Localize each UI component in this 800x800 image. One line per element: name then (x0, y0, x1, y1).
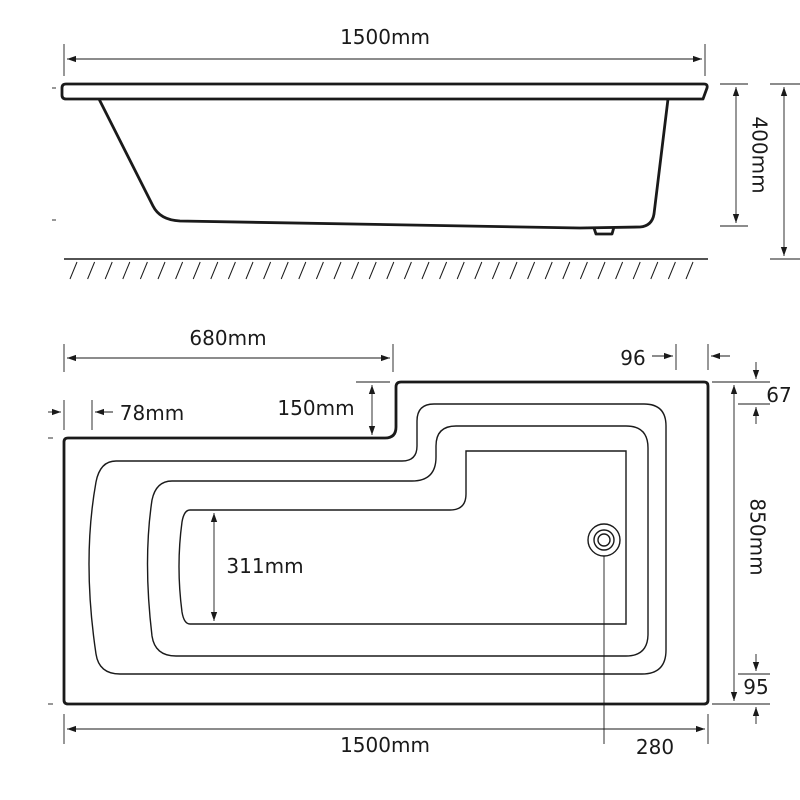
floor-hatch-stroke (368, 261, 377, 280)
rim-95-label: 95 (743, 675, 768, 699)
floor-hatch-stroke (386, 261, 395, 280)
floor-hatch-stroke (210, 261, 219, 280)
floor-hatch-stroke (157, 261, 166, 280)
step-depth-label: 150mm (277, 396, 354, 420)
floor-hatch-stroke (175, 261, 184, 280)
floor-hatch-stroke (139, 261, 148, 280)
narrow-width-label: 680mm (189, 326, 266, 350)
floor-hatch-stroke (104, 261, 113, 280)
floor-hatch-stroke (69, 261, 78, 280)
floor-hatch-stroke (87, 261, 96, 280)
floor-hatch-stroke (579, 261, 588, 280)
height-label: 400mm (748, 116, 772, 193)
floor-hatch-stroke (263, 261, 272, 280)
floor-hatch-stroke (474, 261, 483, 280)
floor-hatch-stroke (245, 261, 254, 280)
floor-hatch-stroke (491, 261, 500, 280)
side-view: 1500mm 400mm 540mm (52, 25, 800, 280)
floor-hatch-stroke (527, 261, 536, 280)
floor-hatch-stroke (333, 261, 342, 280)
plan-length-label: 1500mm (340, 733, 430, 757)
floor-hatch-stroke (439, 261, 448, 280)
waste-outer-ring (587, 523, 621, 557)
floor-hatching (69, 261, 694, 280)
side-length-label: 1500mm (340, 25, 430, 49)
bath-rim-profile (60, 82, 709, 101)
rim-78-label: 78mm (120, 401, 184, 425)
floor-hatch-stroke (421, 261, 430, 280)
waste-inner-ring (597, 533, 611, 547)
floor-hatch-stroke (456, 261, 465, 280)
outer-height-label: 540mm (798, 131, 800, 208)
plan-view: 680mm 96 67 150mm 78mm (48, 326, 792, 759)
bath-body-profile (97, 98, 670, 230)
floor-hatch-stroke (280, 261, 289, 280)
floor-hatch-stroke (562, 261, 571, 280)
waste-middle-ring (593, 529, 615, 551)
bath-floor-outline (178, 450, 627, 625)
floor-hatch-stroke (315, 261, 324, 280)
waste-offset-label: 280 (636, 735, 674, 759)
floor-hatch-stroke (192, 261, 201, 280)
floor-hatch-stroke (351, 261, 360, 280)
floor-hatch-stroke (122, 261, 131, 280)
floor-hatch-stroke (403, 261, 412, 280)
inner-width-label: 311mm (226, 554, 303, 578)
floor-hatch-stroke (227, 261, 236, 280)
waste-outlet-profile (592, 226, 616, 236)
rim-67-label: 67 (766, 383, 791, 407)
floor-hatch-stroke (685, 261, 694, 280)
floor-hatch-stroke (298, 261, 307, 280)
floor-hatch-stroke (667, 261, 676, 280)
floor-hatch-stroke (650, 261, 659, 280)
bath-basin-line (146, 425, 649, 657)
bath-rim-line (88, 403, 667, 675)
floor-hatch-stroke (615, 261, 624, 280)
floor-hatch-stroke (597, 261, 606, 280)
depth-label: 850mm (746, 498, 770, 575)
rim-96-label: 96 (620, 346, 645, 370)
floor-hatch-stroke (509, 261, 518, 280)
bath-outer-outline (62, 380, 710, 706)
floor-hatch-stroke (544, 261, 553, 280)
floor-hatch-stroke (632, 261, 641, 280)
